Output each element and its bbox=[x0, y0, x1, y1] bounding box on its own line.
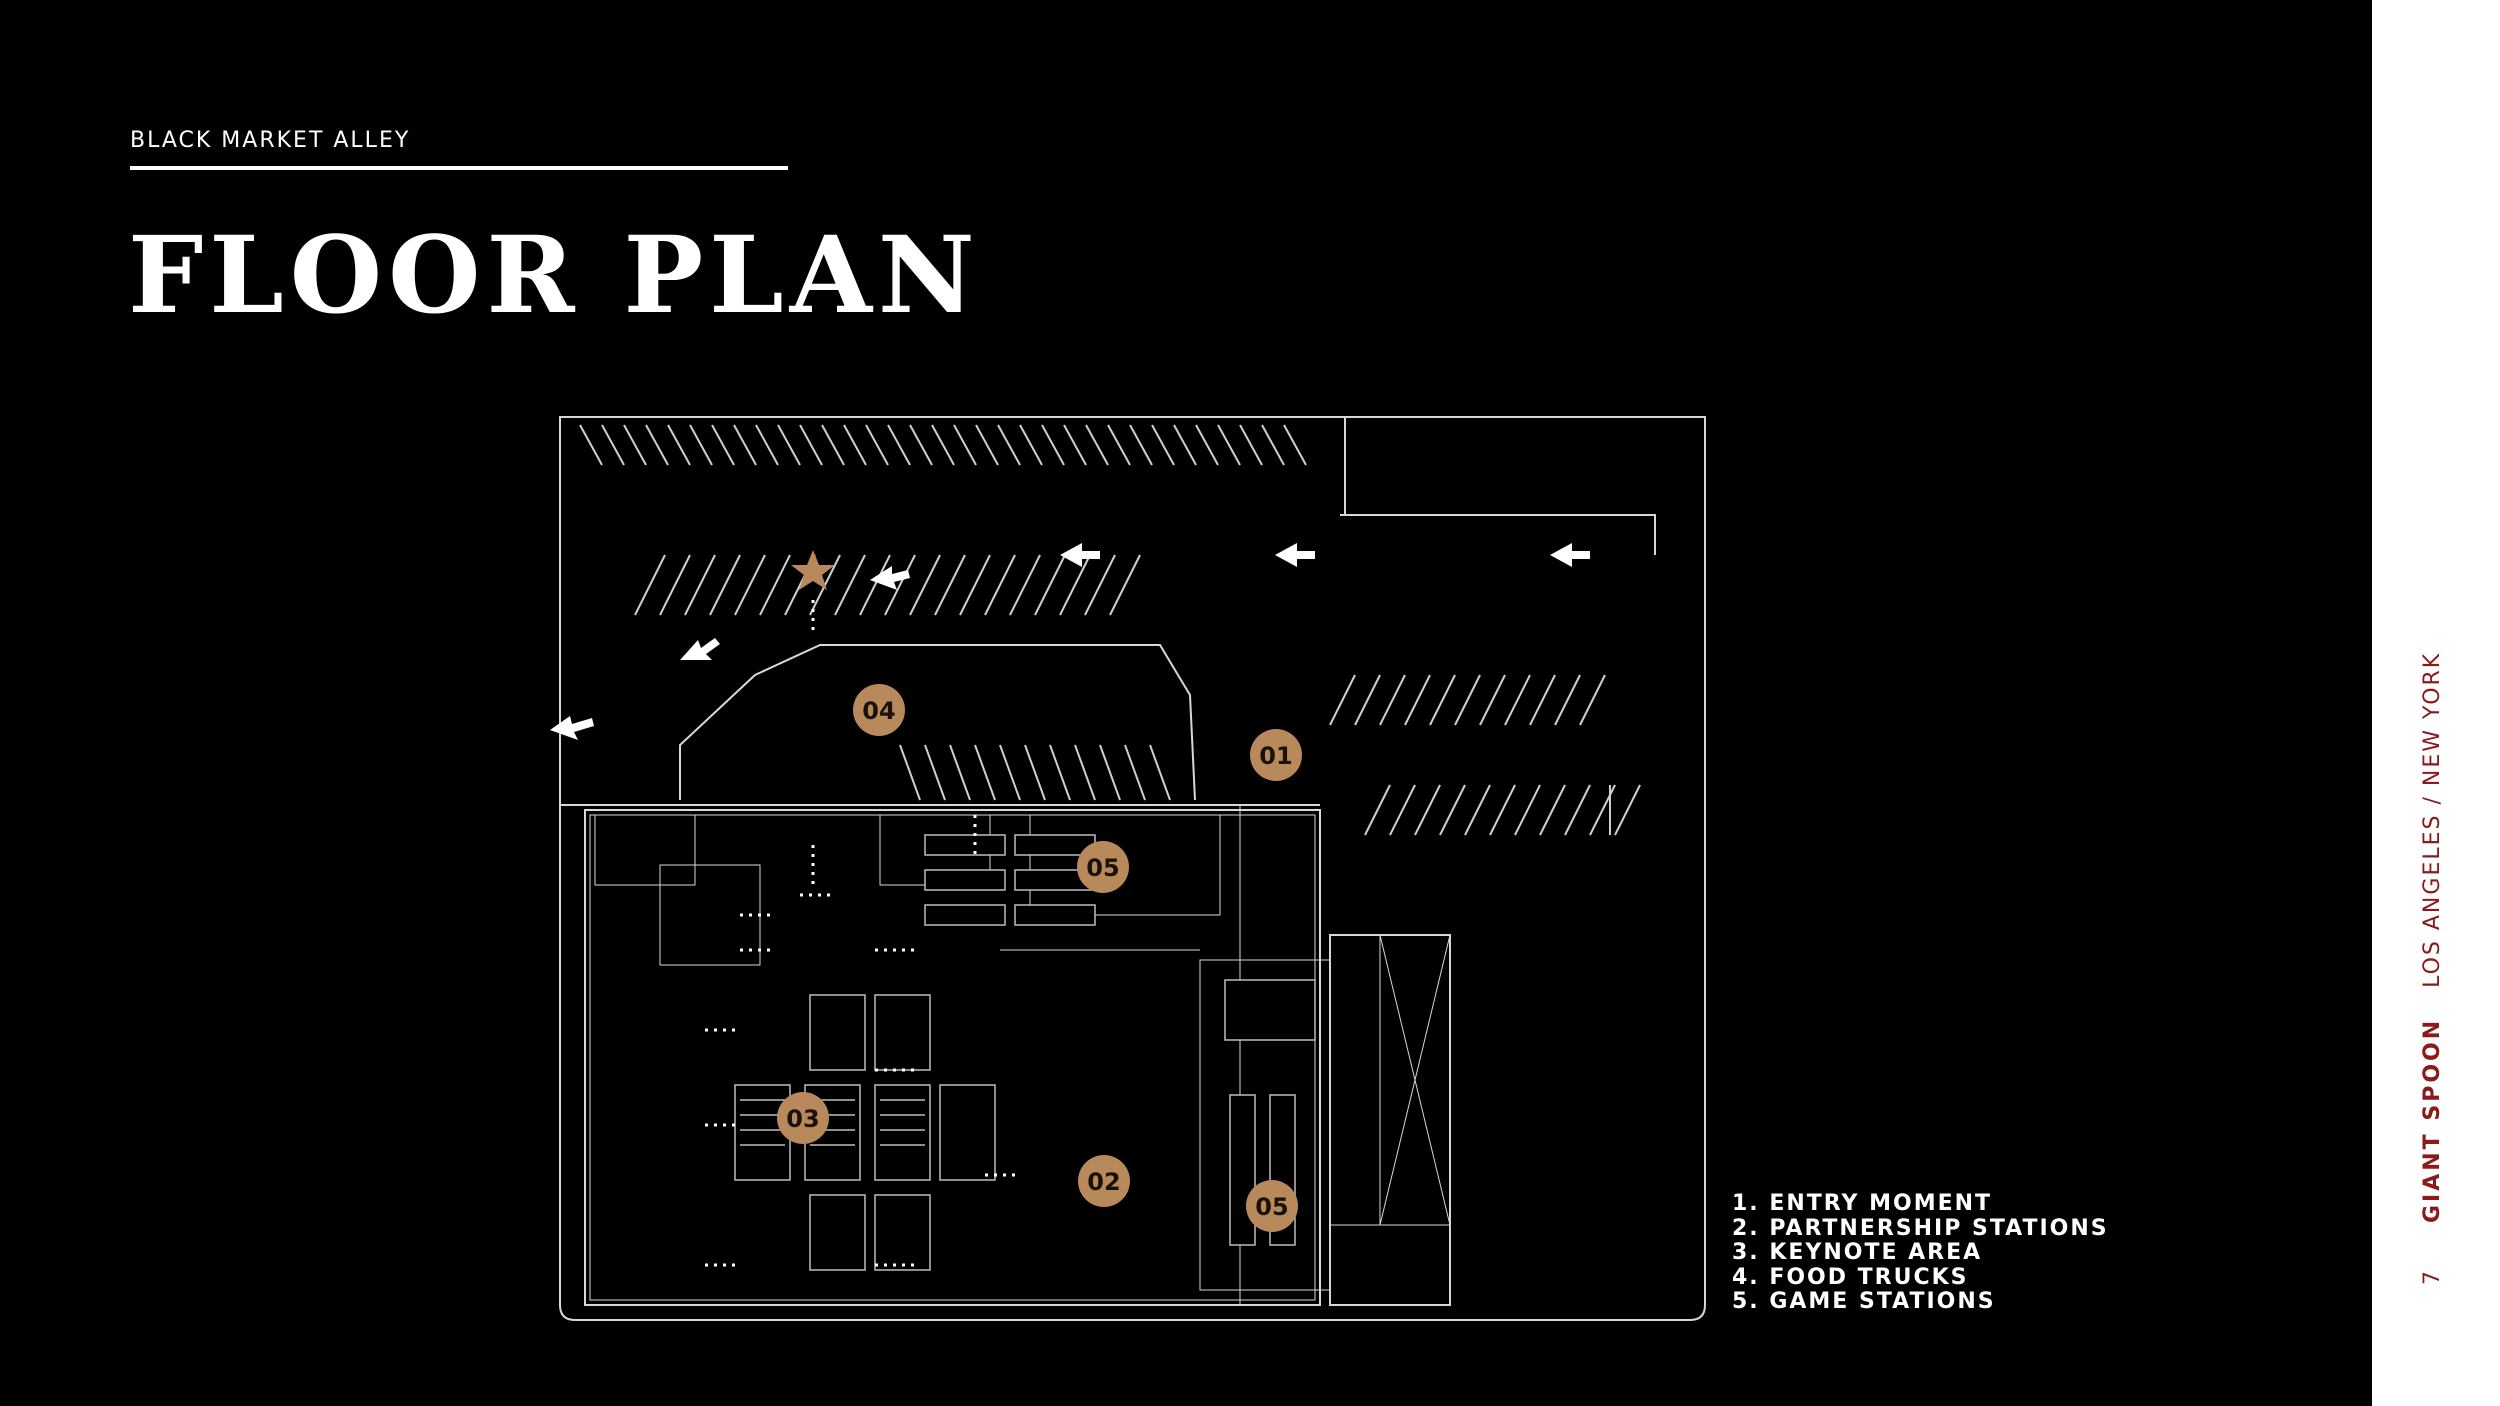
legend-item: 4. FOOD TRUCKS bbox=[1732, 1264, 1969, 1290]
legend: 1. ENTRY MOMENT 2. PARTNERSHIP STATIONS … bbox=[1732, 1191, 2109, 1315]
legend-item: 1. ENTRY MOMENT bbox=[1732, 1191, 1993, 1216]
page-number: 7 bbox=[2420, 1269, 2445, 1285]
side-rail bbox=[2372, 0, 2500, 1406]
svg-text:05: 05 bbox=[1086, 854, 1119, 882]
star-icon bbox=[791, 550, 835, 590]
cities-label: LOS ANGELES / NEW YORK bbox=[2420, 651, 2445, 988]
marker-03: 03 bbox=[777, 1092, 829, 1144]
svg-text:05: 05 bbox=[1255, 1193, 1288, 1221]
marker-layer: 01 02 03 04 05 05 bbox=[777, 684, 1302, 1232]
slide: BLACK MARKET ALLEY FLOOR PLAN bbox=[128, 128, 2109, 1321]
legend-item: 5. GAME STATIONS bbox=[1732, 1289, 1996, 1314]
svg-text:04: 04 bbox=[862, 697, 895, 725]
marker-04: 04 bbox=[853, 684, 905, 736]
arrow-left-icon bbox=[1275, 543, 1315, 567]
section-kicker: BLACK MARKET ALLEY bbox=[130, 128, 411, 153]
legend-item: 2. PARTNERSHIP STATIONS bbox=[1732, 1215, 2109, 1241]
svg-text:01: 01 bbox=[1259, 742, 1292, 770]
marker-01: 01 bbox=[1250, 729, 1302, 781]
floor-plan bbox=[550, 416, 1706, 1321]
svg-text:02: 02 bbox=[1087, 1168, 1120, 1196]
marker-02: 02 bbox=[1078, 1155, 1130, 1207]
side-caption: 7 GIANT SPOON LOS ANGELES / NEW YORK bbox=[2420, 652, 2445, 1285]
kicker-underline bbox=[130, 166, 788, 170]
svg-text:03: 03 bbox=[786, 1105, 819, 1133]
brand-name: GIANT SPOON bbox=[2420, 1017, 2445, 1223]
page-title: FLOOR PLAN bbox=[128, 212, 981, 337]
legend-item: 3. KEYNOTE AREA bbox=[1732, 1240, 1983, 1265]
marker-05-lower: 05 bbox=[1246, 1180, 1298, 1232]
marker-05-upper: 05 bbox=[1077, 841, 1129, 893]
